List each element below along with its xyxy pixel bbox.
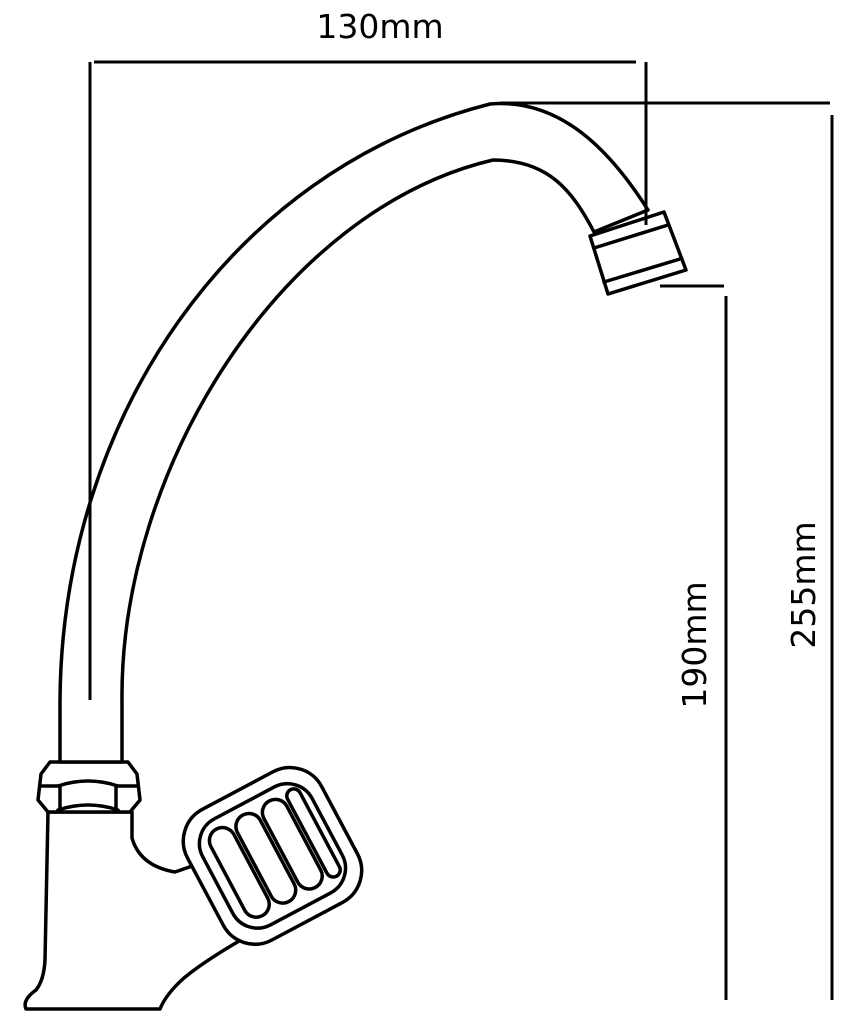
spout-height-label: 190mm [675, 581, 714, 708]
hex-nut-facet [56, 803, 120, 812]
tap-drawing [23, 101, 688, 1011]
aerator-ring [602, 257, 682, 284]
hex-nut-facet [56, 779, 120, 788]
aerator [588, 210, 688, 296]
handle-grip [285, 787, 342, 879]
handle-knob [181, 765, 364, 946]
dimension-lines [88, 60, 834, 1000]
handle-grip [260, 797, 324, 891]
handle-grip [234, 811, 298, 905]
aerator-body [588, 210, 688, 296]
aerator-ring [592, 223, 670, 250]
width-label: 130mm [316, 7, 443, 46]
hex-nut [36, 760, 142, 814]
handle-inner [197, 781, 348, 930]
spout [58, 101, 650, 764]
tap-base [23, 810, 264, 1011]
handle-grip [207, 825, 271, 919]
total-height-label: 255mm [784, 521, 823, 648]
